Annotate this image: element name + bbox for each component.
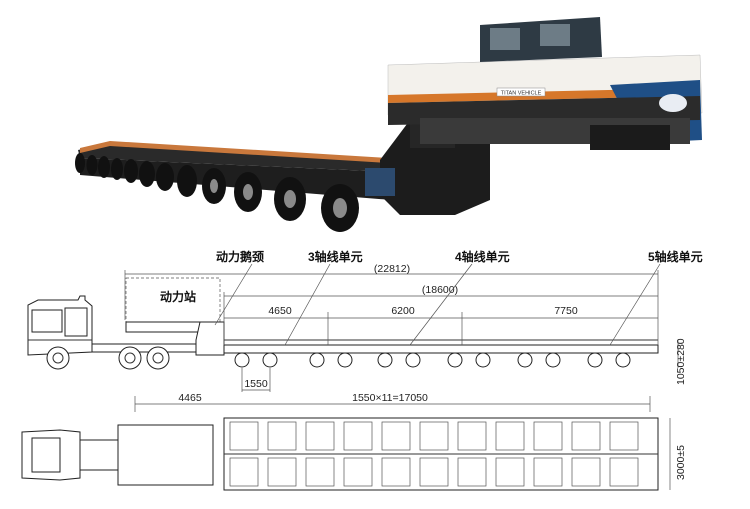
side-view: (22812) (18600) 4650 6200 7750 1550 4465… — [27, 249, 703, 412]
top-view: 3000±5 — [21, 417, 687, 491]
axle5-label: 5轴线单元 — [648, 249, 703, 264]
axle4-label: 4轴线单元 — [455, 249, 510, 264]
axle-spacing: 1550 — [244, 378, 268, 390]
platform-length: (18600) — [422, 284, 458, 296]
overall-width: 3000±5 — [675, 445, 687, 480]
gooseneck-label: 动力鹅颈 — [216, 249, 264, 264]
power-station-label: 动力站 — [160, 289, 196, 304]
segment-2-length: 6200 — [391, 305, 415, 317]
trailer-photo: TITAN VEHICLE — [75, 17, 703, 232]
overall-length: (22812) — [374, 263, 410, 275]
axle3-label: 3轴线单元 — [308, 249, 363, 264]
segment-3-length: 7750 — [554, 305, 578, 317]
axle-total: 1550×11=17050 — [352, 392, 428, 404]
segment-1-length: 4650 — [268, 305, 292, 317]
brand-plate-text: TITAN VEHICLE — [501, 91, 542, 97]
deck-height: 1050±280 — [675, 338, 687, 385]
front-offset: 4465 — [178, 392, 202, 404]
